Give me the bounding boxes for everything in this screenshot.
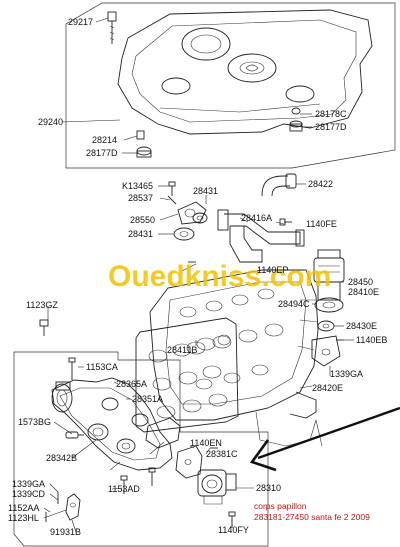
red-pointer-arrow — [249, 406, 400, 472]
callout-28381c: 28381C — [206, 449, 238, 459]
throttle-body — [197, 469, 237, 505]
callout-28178c: 28178C — [315, 109, 347, 119]
intake-inlet-port — [51, 381, 73, 413]
callout-28420e: 28420E — [312, 383, 343, 393]
callout-1573bg: 1573BG — [18, 417, 51, 427]
egr-flange-upper — [177, 201, 208, 225]
watermark-text: Ouedkniss.com — [108, 260, 331, 293]
callout-k13465: K13465 — [122, 181, 153, 191]
cover-grommet-left — [136, 130, 152, 158]
cover-bolt — [107, 11, 117, 44]
callout-28416a: 28416A — [241, 213, 272, 223]
throttle-screws — [148, 447, 236, 528]
callout-1140eb: 1140EB — [356, 335, 387, 345]
egr-gasket-lower — [173, 227, 195, 241]
annotation-line-2: 283181-27450 santa fe 2 2009 — [254, 512, 370, 522]
cylinder-head — [149, 269, 319, 421]
egr-valve — [313, 249, 345, 313]
callout-1153ca: 1153CA — [86, 362, 118, 372]
leader-lines — [43, 17, 354, 533]
callout-28550: 28550 — [130, 215, 155, 225]
cylinder-head-right-block — [255, 391, 317, 447]
callout-28431-lower: 28431 — [128, 229, 153, 239]
wire-bracket — [65, 493, 81, 521]
cover-grommet-right — [289, 107, 303, 132]
manifold-pipe-plug — [65, 431, 84, 439]
callout-1339ga-right: 1339GA — [330, 369, 363, 379]
callout-1339cd: 1339CD — [12, 489, 46, 499]
callout-28537: 28537 — [128, 193, 153, 203]
callout-28430e: 28430E — [346, 321, 377, 331]
callout-1140ep: 1140EP — [257, 265, 288, 275]
manifold-studs — [68, 357, 137, 494]
callout-1140fe: 1140FE — [306, 219, 337, 229]
callout-29217: 29217 — [68, 17, 93, 27]
callout-29240: 29240 — [38, 117, 63, 127]
callout-1153ad: 1153AD — [108, 484, 140, 494]
intake-manifold — [51, 377, 173, 471]
manifold-cover-plate — [145, 417, 181, 449]
egr-valve-gasket — [317, 320, 335, 332]
callout-1140en: 1140EN — [190, 438, 222, 448]
callout-91931b: 91931B — [50, 527, 81, 537]
callout-28431-upper: 28431 — [193, 186, 218, 196]
callout-28410e: 28410E — [348, 287, 379, 297]
callout-28342b: 28342B — [46, 453, 77, 463]
callout-1140fy: 1140FY — [218, 525, 249, 535]
callout-1123hl: 1123HL — [8, 513, 39, 523]
callout-28422: 28422 — [308, 179, 333, 189]
intake-gasket — [135, 317, 239, 433]
annotation-line-1: corps papillon — [254, 501, 307, 511]
egr-hose — [261, 173, 297, 197]
egr-pipe — [217, 209, 305, 263]
loose-bolts — [39, 319, 59, 522]
callout-28365a: 28365A — [116, 379, 147, 389]
cover-assembly-frame — [65, 2, 396, 169]
intake-assembly-frame — [13, 351, 269, 547]
cylinder-head-outline-edge — [315, 419, 323, 447]
engine-cover — [117, 9, 373, 135]
callout-1339ga-left: 1339GA — [12, 479, 45, 489]
callout-1123gz: 1123GZ — [26, 300, 58, 310]
callout-28310: 28310 — [256, 483, 281, 493]
callout-28351a: 28351A — [132, 394, 163, 404]
callout-28177d-left: 28177D — [86, 148, 118, 158]
callout-28177d-right: 28177D — [315, 122, 347, 132]
callout-28411b: 28411B — [167, 345, 197, 355]
throttle-bracket — [175, 445, 203, 479]
egr-bolts — [167, 181, 292, 263]
callout-28450: 28450 — [348, 277, 373, 287]
callout-28494c: 28494C — [278, 299, 310, 309]
egr-cooler-bracket — [311, 335, 344, 367]
callout-28214: 28214 — [92, 135, 117, 145]
callout-1152aa: 1152AA — [8, 503, 39, 513]
